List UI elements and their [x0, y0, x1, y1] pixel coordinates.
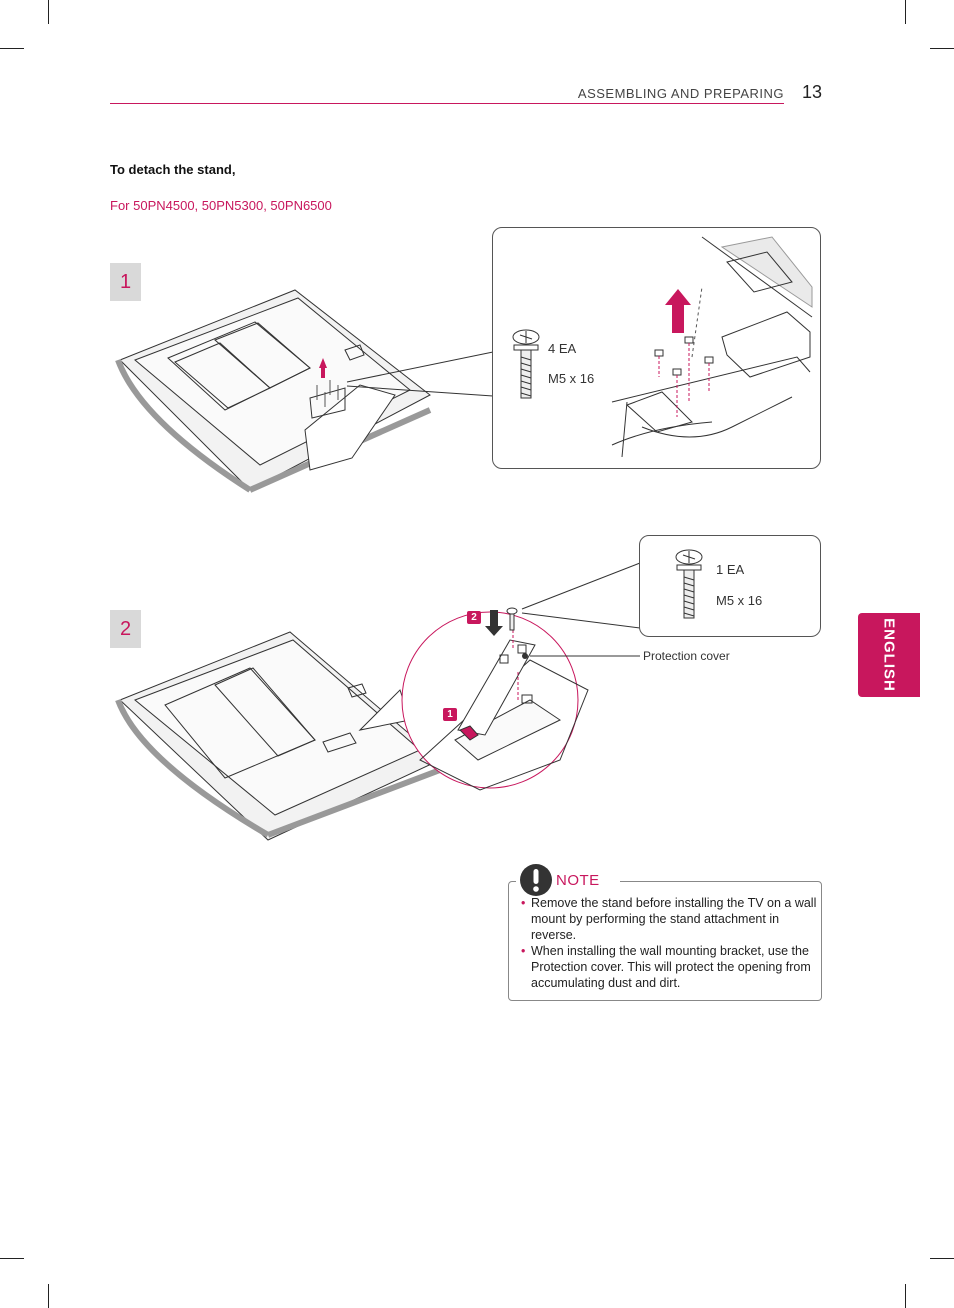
crop-mark	[930, 1258, 954, 1259]
note-header: NOTE	[516, 862, 620, 900]
sub-step-1-label: 1	[447, 709, 453, 720]
model-list: For 50PN4500, 50PN5300, 50PN6500	[110, 198, 332, 213]
crop-mark	[0, 48, 24, 49]
down-arrow	[485, 610, 503, 636]
instruction-lead: To detach the stand,	[110, 162, 236, 177]
lift-arrow-small	[319, 358, 327, 378]
sub-step-2-badge-bg	[467, 611, 481, 624]
note-item: When installing the wall mounting bracke…	[521, 943, 817, 991]
page-number: 13	[802, 82, 823, 102]
zoom-detail	[419, 630, 589, 791]
tv-back-2	[115, 631, 442, 841]
language-tab-label: ENGLISH	[880, 618, 898, 692]
step-2-quantity: 1 EA	[716, 562, 745, 577]
note-title: NOTE	[556, 872, 600, 889]
crop-mark	[48, 1284, 49, 1308]
crop-mark	[0, 1258, 24, 1259]
section-title: ASSEMBLING AND PREPARING	[577, 86, 784, 101]
crop-mark	[905, 0, 906, 24]
header-rule	[110, 103, 784, 104]
step-2-badge: 2	[110, 610, 141, 648]
tv-back-1	[115, 289, 432, 493]
crop-mark	[930, 48, 954, 49]
step-2-callout-art	[675, 549, 703, 619]
step-2-callout	[639, 535, 821, 637]
crop-mark	[48, 0, 49, 24]
protection-cover-label: Protection cover	[643, 649, 730, 663]
language-tab: ENGLISH	[858, 613, 920, 697]
step-1-illustration	[115, 289, 494, 493]
note-item: Remove the stand before installing the T…	[521, 895, 817, 943]
screw-icon	[675, 549, 703, 619]
exclamation-icon	[520, 864, 552, 896]
bracket-sketch	[611, 236, 813, 458]
step-1-quantity: 4 EA	[548, 341, 577, 356]
step-1-callout-art	[512, 236, 813, 458]
step-1-screw-size: M5 x 16	[548, 371, 595, 386]
sub-step-1-badge-bg	[443, 708, 457, 721]
sub-step-2-label: 2	[471, 612, 477, 623]
lift-arrow-large	[665, 289, 691, 333]
screw-icon	[512, 329, 540, 399]
step-2-illustration	[115, 562, 641, 841]
crop-mark	[905, 1284, 906, 1308]
step-1-badge: 1	[110, 263, 141, 301]
note-list: Remove the stand before installing the T…	[521, 895, 817, 991]
screw-icons-small	[654, 336, 714, 417]
step-2-screw-size: M5 x 16	[716, 593, 763, 608]
